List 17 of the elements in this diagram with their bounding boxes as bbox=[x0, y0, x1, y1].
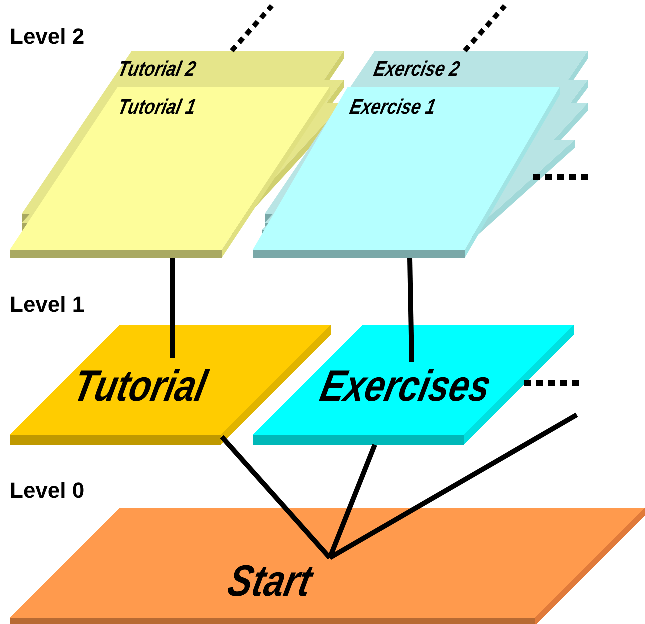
connector-line bbox=[408, 258, 414, 362]
dotted-line bbox=[230, 4, 274, 53]
level-label: Level 0 bbox=[10, 478, 85, 504]
dotted-line bbox=[463, 4, 507, 53]
connector-line bbox=[328, 444, 378, 559]
plate-title: Exercises bbox=[316, 365, 495, 409]
plate-title: Tutorial 1 bbox=[116, 97, 198, 118]
plate-title: Start bbox=[224, 560, 316, 604]
level-label: Level 1 bbox=[10, 292, 85, 318]
connector-line bbox=[170, 258, 176, 358]
level-label: Level 2 bbox=[10, 24, 85, 50]
plate-title: Exercise 2 bbox=[372, 59, 462, 80]
connector-line bbox=[328, 412, 578, 560]
connector-line bbox=[220, 435, 332, 560]
plate-title: Tutorial 2 bbox=[116, 59, 198, 80]
plate-title: Exercise 1 bbox=[348, 97, 438, 118]
plate-title: Tutorial bbox=[70, 365, 211, 409]
